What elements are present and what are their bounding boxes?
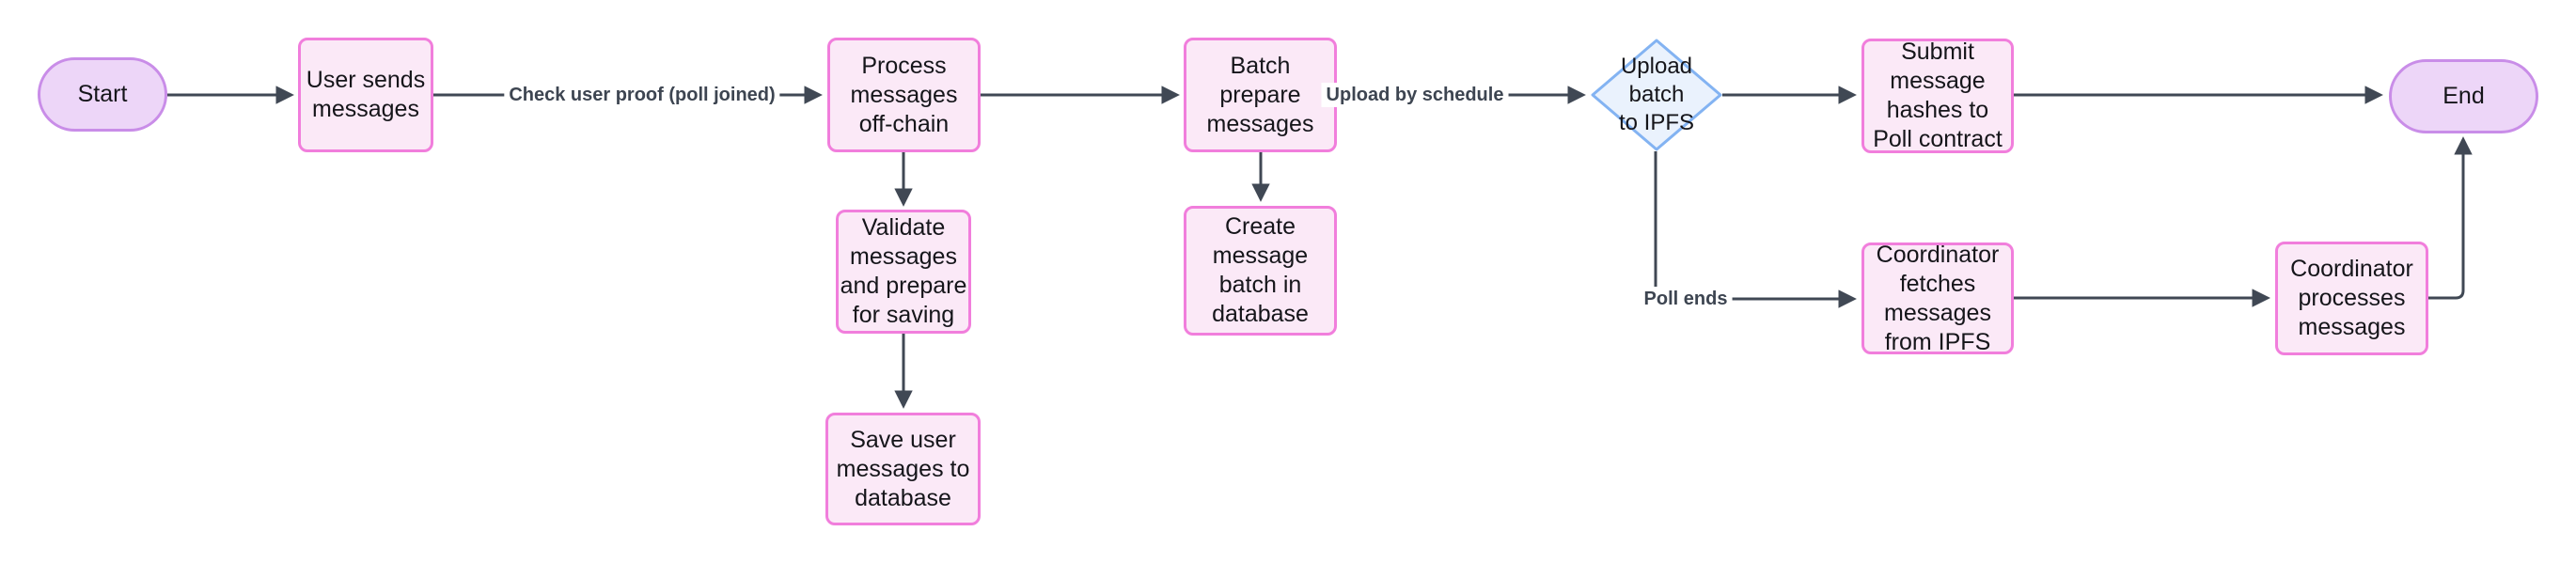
edge-label-upload-by-schedule: Upload by schedule xyxy=(1321,83,1509,107)
node-upload-batch-to-ipfs: Upload batch to IPFS xyxy=(1591,39,1722,151)
node-submit-message-hashes: Submit message hashes to Poll contract xyxy=(1861,39,2014,153)
node-coordinator-fetches-messages: Coordinator fetches messages from IPFS xyxy=(1861,242,2014,355)
node-save-user-messages: Save user messages to database xyxy=(825,413,981,525)
node-process-messages-off-chain: Process messages off-chain xyxy=(827,38,981,152)
node-batch-prepare-messages: Batch prepare messages xyxy=(1184,38,1337,152)
node-validate-messages: Validate messages and prepare for saving xyxy=(836,210,971,334)
node-create-message-batch: Create message batch in database xyxy=(1184,206,1337,336)
edge-label-check-user-proof: Check user proof (poll joined) xyxy=(504,83,780,107)
node-coordinator-processes-messages: Coordinator processes messages xyxy=(2275,242,2428,355)
edge-upload-to-coordinator-fetch xyxy=(1654,151,1857,308)
edge-processes-to-end xyxy=(2428,136,2473,300)
node-user-sends-messages: User sends messages xyxy=(298,38,433,152)
edge-label-poll-ends: Poll ends xyxy=(1639,287,1733,311)
node-label: Upload batch to IPFS xyxy=(1618,54,1695,135)
node-start: Start xyxy=(38,57,167,132)
node-end: End xyxy=(2389,59,2538,133)
decision-diamond-shape xyxy=(1591,39,1722,151)
